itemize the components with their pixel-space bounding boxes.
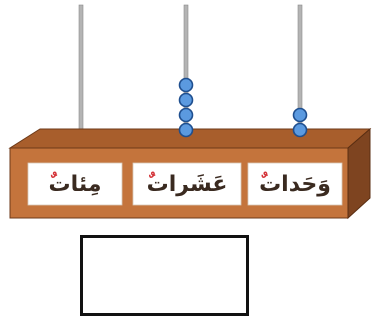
label-panel-tens — [132, 162, 242, 206]
beads — [178, 77, 308, 138]
rod-hundreds — [78, 4, 84, 146]
bead-units — [292, 122, 308, 138]
label-units: وَحَداتٌ — [248, 164, 342, 204]
label-tens: عَشَراتٌ — [133, 164, 241, 204]
bead-tens — [178, 92, 194, 108]
bead-tens — [178, 77, 194, 93]
label-panel-hundreds — [27, 162, 123, 206]
label-panel-units — [247, 162, 343, 206]
rods — [78, 4, 303, 146]
bead-tens — [178, 107, 194, 123]
label-units-text: وَحَدات — [259, 171, 331, 197]
label-hundreds: مِئاتٌ — [28, 164, 122, 204]
label-hundreds-text: مِئات — [48, 171, 102, 197]
answer-box[interactable] — [80, 235, 249, 316]
bead-units — [292, 107, 308, 123]
bead-tens — [178, 122, 194, 138]
label-tens-text: عَشَرات — [146, 171, 228, 197]
abacus-frame-side — [347, 127, 371, 220]
